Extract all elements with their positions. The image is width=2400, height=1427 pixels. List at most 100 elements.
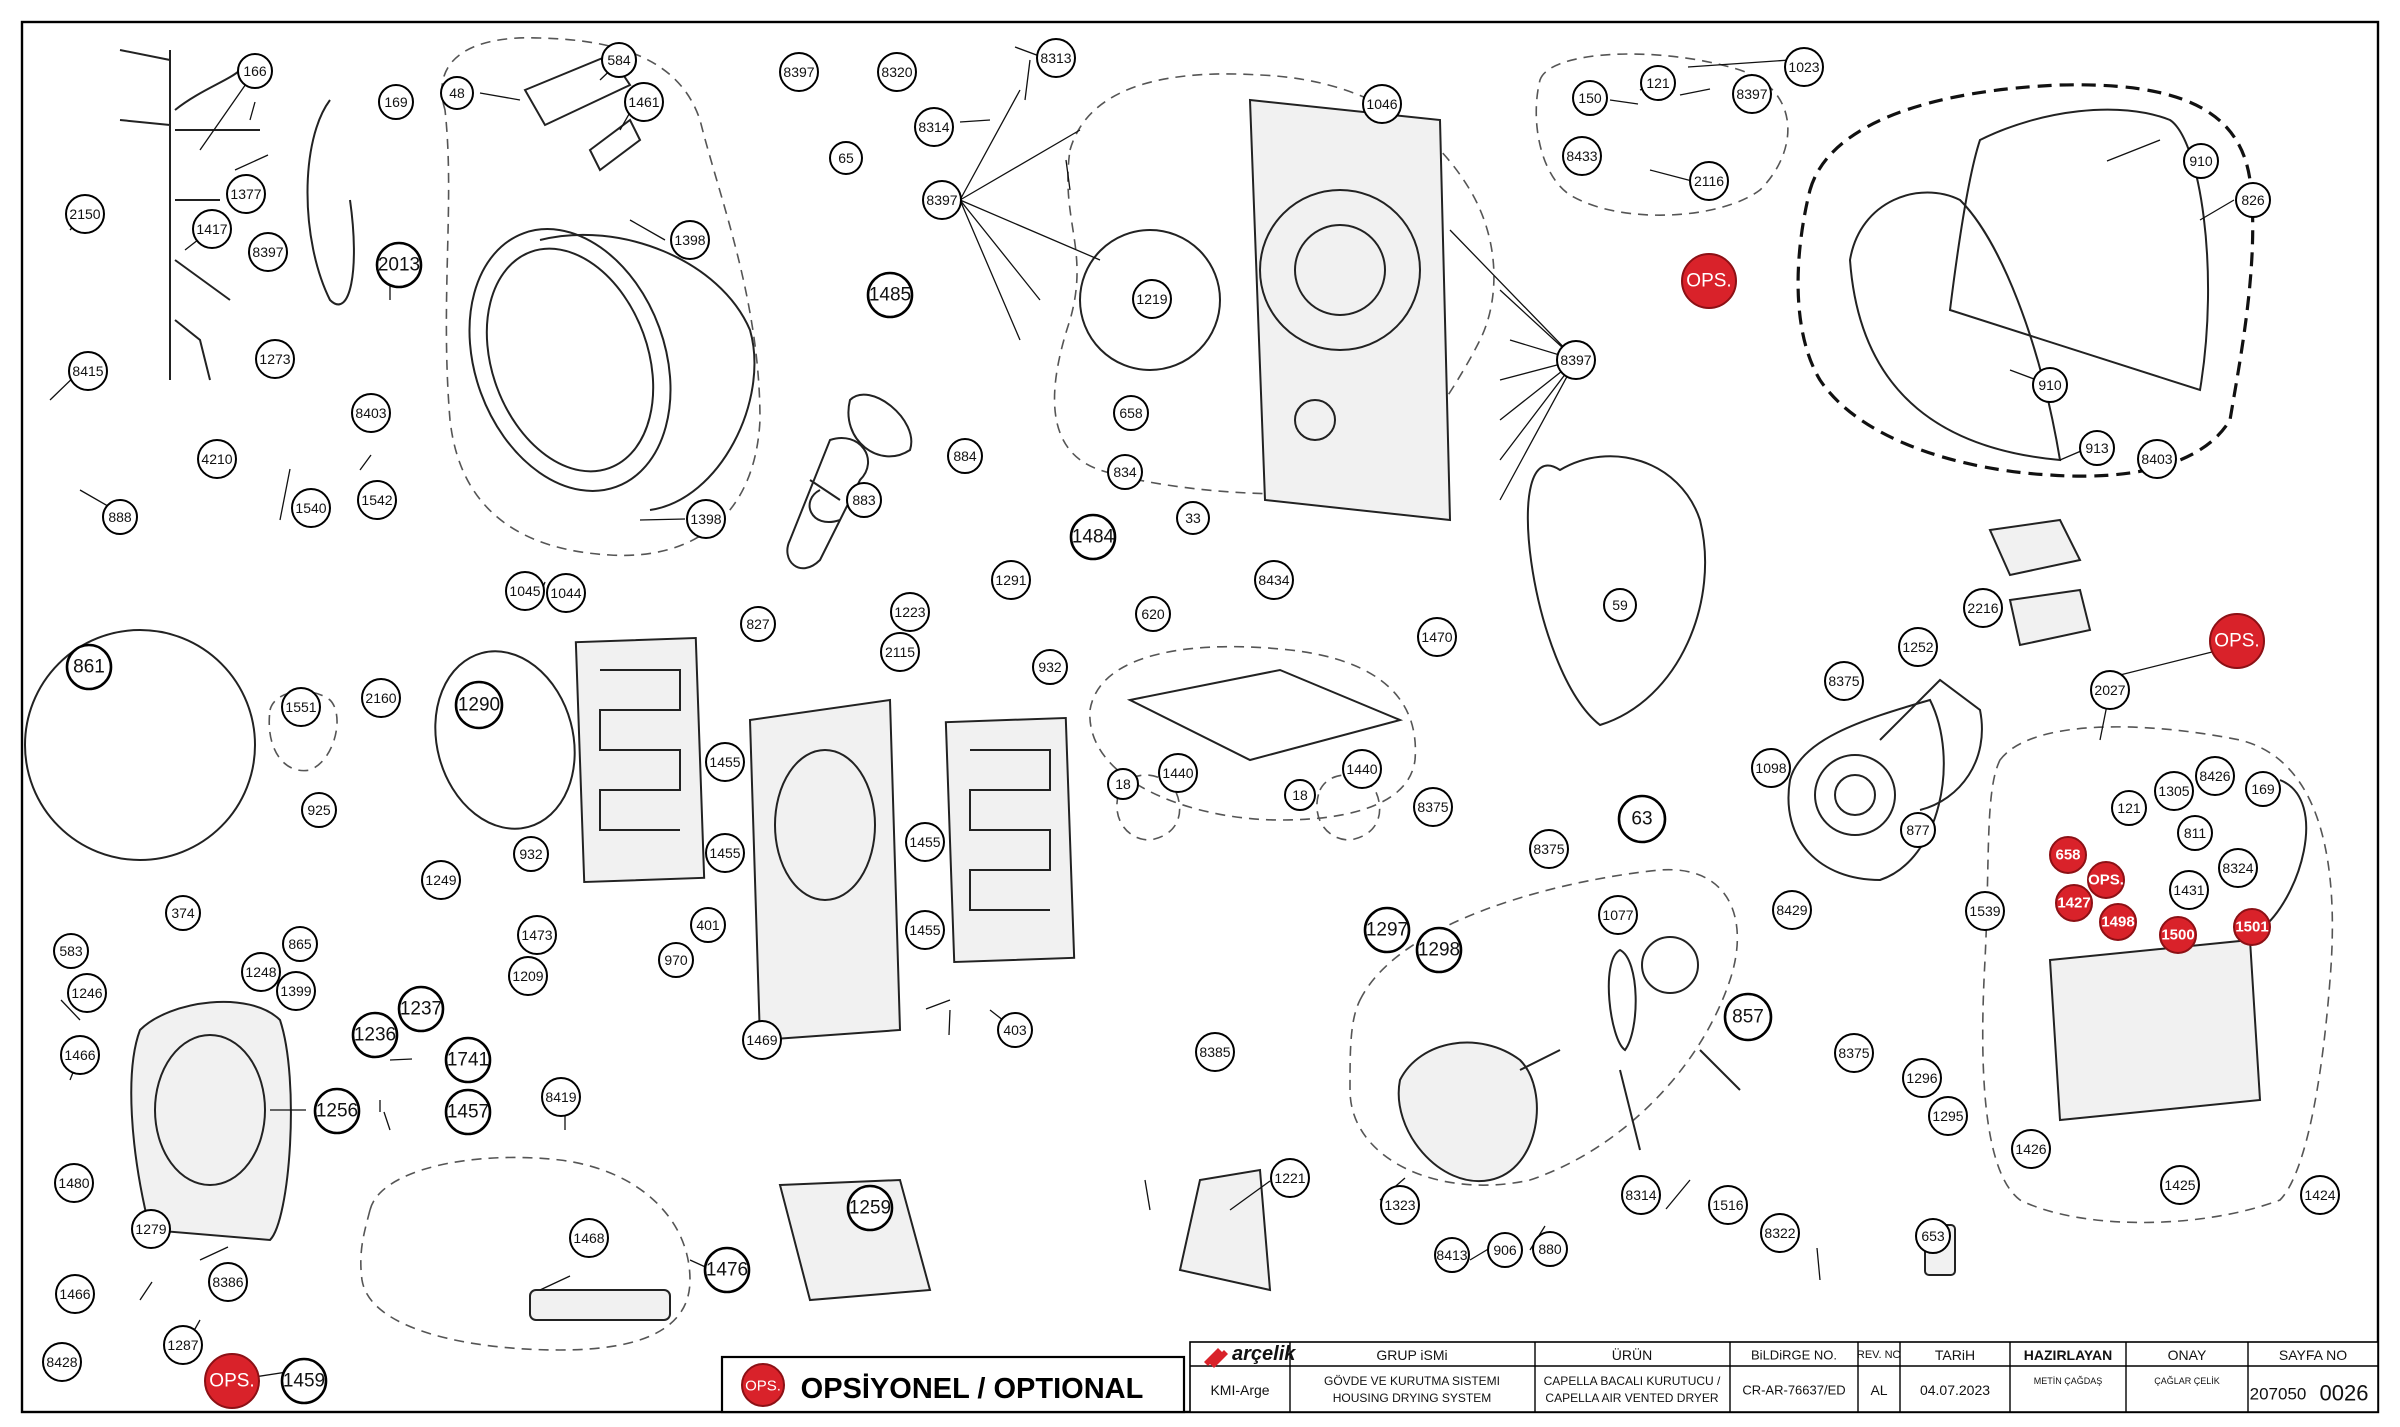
svg-text:865: 865 bbox=[288, 936, 312, 952]
rev-number: AL bbox=[1870, 1382, 1887, 1398]
svg-text:8375: 8375 bbox=[1828, 673, 1859, 689]
svg-text:8434: 8434 bbox=[1258, 572, 1289, 588]
svg-text:2150: 2150 bbox=[69, 206, 100, 222]
svg-text:2027: 2027 bbox=[2094, 682, 2125, 698]
callout-1455a: 1455 bbox=[705, 742, 745, 782]
svg-text:1469: 1469 bbox=[746, 1032, 777, 1048]
header-rev: REV. NO bbox=[1857, 1349, 1902, 1361]
svg-text:910: 910 bbox=[2189, 153, 2213, 169]
callout-1455b: 1455 bbox=[705, 833, 745, 873]
callout-1236: 1236 bbox=[351, 1011, 399, 1059]
svg-text:1455: 1455 bbox=[709, 845, 740, 861]
callout-8397b: 8397 bbox=[779, 52, 819, 92]
svg-text:1305: 1305 bbox=[2158, 783, 2189, 799]
callout-401: 401 bbox=[690, 907, 726, 943]
callout-8426: 8426 bbox=[2195, 756, 2235, 796]
callout-1305: 1305 bbox=[2154, 771, 2194, 811]
callout-374: 374 bbox=[165, 895, 201, 931]
svg-text:1417: 1417 bbox=[196, 221, 227, 237]
svg-text:658: 658 bbox=[2055, 847, 2080, 864]
svg-text:8322: 8322 bbox=[1764, 1225, 1795, 1241]
callout-4210: 4210 bbox=[197, 439, 237, 479]
svg-text:811: 811 bbox=[2184, 825, 2207, 841]
svg-text:1295: 1295 bbox=[1932, 1108, 1963, 1124]
svg-text:1279: 1279 bbox=[135, 1221, 166, 1237]
svg-text:1455: 1455 bbox=[909, 834, 940, 850]
callout-2160: 2160 bbox=[361, 678, 401, 718]
svg-text:8397: 8397 bbox=[1736, 86, 1767, 102]
svg-text:1440: 1440 bbox=[1346, 761, 1377, 777]
callout-48: 48 bbox=[440, 76, 474, 110]
callout-1273: 1273 bbox=[255, 339, 295, 379]
svg-text:910: 910 bbox=[2038, 377, 2062, 393]
callout-1516: 1516 bbox=[1708, 1185, 1748, 1225]
svg-text:8313: 8313 bbox=[1040, 50, 1071, 66]
svg-text:834: 834 bbox=[1113, 464, 1137, 480]
svg-text:1539: 1539 bbox=[1969, 903, 2000, 919]
callout-1291: 1291 bbox=[991, 560, 1031, 600]
callout-1551: 1551 bbox=[281, 687, 321, 727]
callout-65: 65 bbox=[829, 141, 863, 175]
svg-text:880: 880 bbox=[1538, 1241, 1562, 1257]
callout-1473: 1473 bbox=[517, 915, 557, 955]
svg-text:8385: 8385 bbox=[1199, 1044, 1230, 1060]
svg-text:584: 584 bbox=[607, 52, 631, 68]
callout-1741: 1741 bbox=[444, 1036, 492, 1084]
svg-text:1296: 1296 bbox=[1906, 1070, 1937, 1086]
callout-620: 620 bbox=[1135, 596, 1171, 632]
callout-8386: 8386 bbox=[208, 1262, 248, 1302]
callout-8413: 8413 bbox=[1434, 1237, 1470, 1273]
callout-2116: 2116 bbox=[1689, 161, 1729, 201]
callout-1455d: 1455 bbox=[905, 910, 945, 950]
title-block: arçelik KMI-Arge GRUP iSMi ÜRÜN BiLDiRGE… bbox=[1189, 1341, 2379, 1413]
ops-callout-bottom: OPS. bbox=[204, 1353, 260, 1409]
callout-1246: 1246 bbox=[67, 973, 107, 1013]
callout-169: 169 bbox=[378, 84, 414, 120]
callout-1287: 1287 bbox=[163, 1325, 203, 1365]
svg-text:1323: 1323 bbox=[1384, 1197, 1415, 1213]
callout-1466b: 1466 bbox=[55, 1274, 95, 1314]
part-drawings bbox=[24, 49, 2308, 1321]
svg-text:906: 906 bbox=[1493, 1242, 1517, 1258]
prepared-by: METİN ÇAĞDAŞ bbox=[2034, 1376, 2103, 1386]
callout-1044: 1044 bbox=[546, 573, 586, 613]
svg-text:1485: 1485 bbox=[869, 285, 911, 306]
callout-883: 883 bbox=[846, 482, 882, 518]
group-name-en: HOUSING DRYING SYSTEM bbox=[1333, 1391, 1491, 1405]
svg-text:8429: 8429 bbox=[1776, 902, 1807, 918]
callouts: 166 169 1377 2150 1417 8397 2013 1273 84… bbox=[42, 38, 2340, 1405]
callout-1457: 1457 bbox=[444, 1088, 492, 1136]
callout-2013: 2013 bbox=[375, 241, 423, 289]
callout-884: 884 bbox=[947, 438, 983, 474]
callout-1023: 1023 bbox=[1784, 47, 1824, 87]
page-number: 0026 bbox=[2320, 1381, 2369, 1406]
svg-text:8314: 8314 bbox=[1625, 1187, 1656, 1203]
callout-2027: 2027 bbox=[2090, 670, 2130, 710]
callout-33: 33 bbox=[1176, 501, 1210, 535]
svg-text:1249: 1249 bbox=[425, 872, 456, 888]
svg-text:1237: 1237 bbox=[400, 999, 442, 1020]
callout-932a: 932 bbox=[1032, 649, 1068, 685]
svg-text:1377: 1377 bbox=[230, 186, 261, 202]
svg-text:1470: 1470 bbox=[1421, 629, 1452, 645]
svg-text:1440: 1440 bbox=[1162, 765, 1193, 781]
callout-8314: 8314 bbox=[914, 107, 954, 147]
callout-59: 59 bbox=[1603, 588, 1637, 622]
svg-text:33: 33 bbox=[1185, 510, 1201, 526]
svg-text:861: 861 bbox=[73, 657, 105, 678]
svg-text:1425: 1425 bbox=[2164, 1177, 2195, 1193]
callout-1077: 1077 bbox=[1598, 895, 1638, 935]
header-approval: ONAY bbox=[2168, 1347, 2207, 1363]
svg-text:1098: 1098 bbox=[1755, 760, 1786, 776]
callout-8403b: 8403 bbox=[2137, 439, 2177, 479]
callout-2216: 2216 bbox=[1963, 588, 2003, 628]
svg-text:1297: 1297 bbox=[1366, 920, 1408, 941]
svg-text:1023: 1023 bbox=[1788, 59, 1819, 75]
svg-text:1516: 1516 bbox=[1712, 1197, 1743, 1213]
svg-text:1466: 1466 bbox=[64, 1047, 95, 1063]
callout-1459: 1459 bbox=[280, 1357, 328, 1405]
callout-653: 653 bbox=[1915, 1218, 1951, 1254]
svg-text:OPS.: OPS. bbox=[2088, 872, 2124, 889]
callout-1398a: 1398 bbox=[670, 220, 710, 260]
